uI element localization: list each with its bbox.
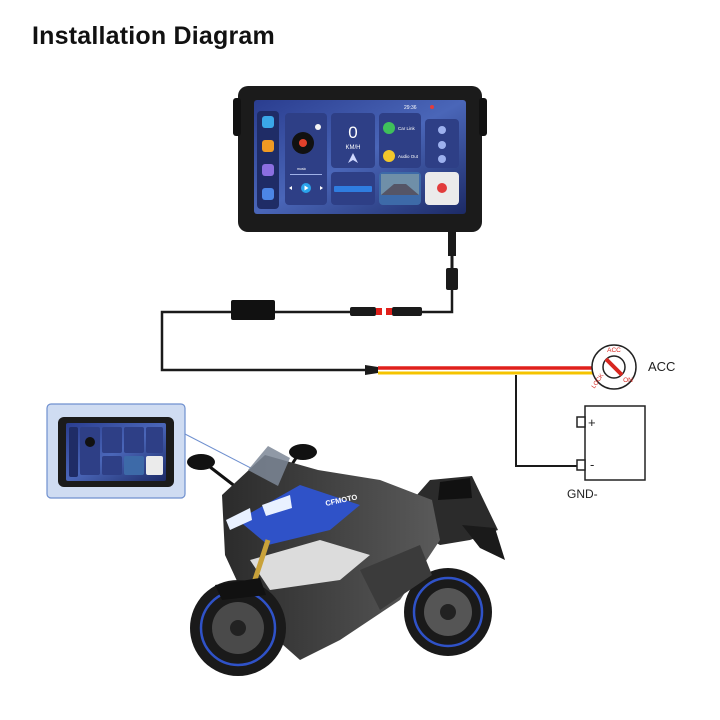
road-shape — [381, 184, 419, 195]
blue-stripe-upper — [238, 485, 360, 545]
car-link-label[interactable]: Car Link — [398, 126, 416, 131]
inset-music-card — [80, 427, 100, 475]
inset-device-preview — [46, 403, 186, 499]
inset-vinyl-icon — [85, 437, 95, 447]
back-icon[interactable] — [262, 188, 274, 200]
wire-splitter — [365, 365, 378, 375]
fuse-box — [231, 300, 275, 320]
inset-dock — [69, 427, 78, 477]
record-button[interactable] — [437, 183, 447, 193]
battery-terminal-plus — [576, 416, 586, 428]
page-title: Installation Diagram — [32, 22, 275, 50]
ignition-switch: ACC ON LOCK — [591, 344, 637, 390]
volume-icon[interactable] — [438, 155, 446, 163]
mirror-left — [187, 454, 215, 470]
audio-out-label[interactable]: Audio Out — [398, 154, 419, 159]
ignition-acc-label: ACC — [607, 347, 621, 354]
apps-icon[interactable] — [262, 164, 274, 176]
acc-label: ACC — [648, 359, 675, 374]
inset-camera-card — [124, 456, 144, 475]
ignition-on-label: ON — [623, 377, 633, 384]
headlight-left — [226, 508, 252, 530]
music-label: music — [297, 167, 306, 171]
inset-controls-card — [146, 427, 163, 453]
display-device: 29:36 music 0 KM/H Car Link Audio Out — [233, 86, 487, 232]
white-graphic-panel — [250, 540, 370, 590]
mirror-stem-left — [209, 465, 237, 489]
motorcycle: CFMOTO CST — [187, 444, 505, 676]
battery-body — [584, 405, 646, 481]
car-link-icon[interactable] — [383, 122, 395, 134]
side-dock — [257, 111, 279, 209]
rear-axle — [440, 604, 456, 620]
speed-unit: KM/H — [346, 145, 361, 151]
key-slot-icon — [604, 357, 624, 377]
inline-connector-right — [392, 307, 422, 316]
speed-card — [331, 113, 375, 168]
inset-speed-card — [102, 427, 122, 453]
connector-red-tip-left — [376, 308, 382, 315]
battery: + - — [576, 405, 646, 481]
home-icon[interactable] — [262, 140, 274, 152]
wiring — [160, 232, 596, 467]
music-note-icon — [315, 124, 321, 130]
gnd-label: GND- — [567, 487, 598, 501]
mount-tab-left — [233, 98, 241, 136]
navigation-arrow-icon — [348, 153, 358, 163]
bluetooth-icon[interactable] — [438, 126, 446, 134]
status-record-icon — [430, 105, 434, 109]
front-fender — [215, 578, 266, 600]
device-cable-plug — [448, 232, 456, 256]
status-time: 29:36 — [404, 105, 417, 111]
rear-rim — [412, 576, 484, 648]
mount-tab-right — [479, 98, 487, 136]
bike-side-text: CST — [350, 637, 370, 651]
map-route-bar — [334, 186, 372, 192]
mirror-right — [289, 444, 317, 460]
connector — [446, 268, 458, 290]
ground-wire — [515, 375, 578, 467]
menu-icon[interactable] — [262, 116, 274, 128]
inset-record-card — [146, 456, 163, 475]
wire-loop — [160, 310, 365, 372]
next-icon[interactable] — [320, 186, 323, 190]
play-icon — [304, 185, 309, 191]
front-axle — [230, 620, 246, 636]
speed-value: 0 — [348, 123, 357, 142]
inset-link-card — [124, 427, 144, 453]
engine-cover — [360, 545, 432, 610]
rear-seat — [438, 478, 472, 500]
settings-icon[interactable] — [438, 141, 446, 149]
inset-map-card — [102, 456, 122, 475]
connector-red-tip-right — [386, 308, 392, 315]
vinyl-label — [299, 139, 307, 147]
prev-icon[interactable] — [289, 186, 292, 190]
battery-plus-label: + — [588, 415, 596, 430]
music-progress — [290, 174, 322, 175]
headlight-right — [262, 495, 292, 516]
battery-minus-label: - — [590, 457, 594, 472]
windscreen — [248, 446, 290, 486]
license-bracket — [462, 525, 505, 560]
battery-terminal-minus — [576, 459, 586, 471]
inline-connector-left — [350, 307, 376, 316]
audio-out-icon[interactable] — [383, 150, 395, 162]
